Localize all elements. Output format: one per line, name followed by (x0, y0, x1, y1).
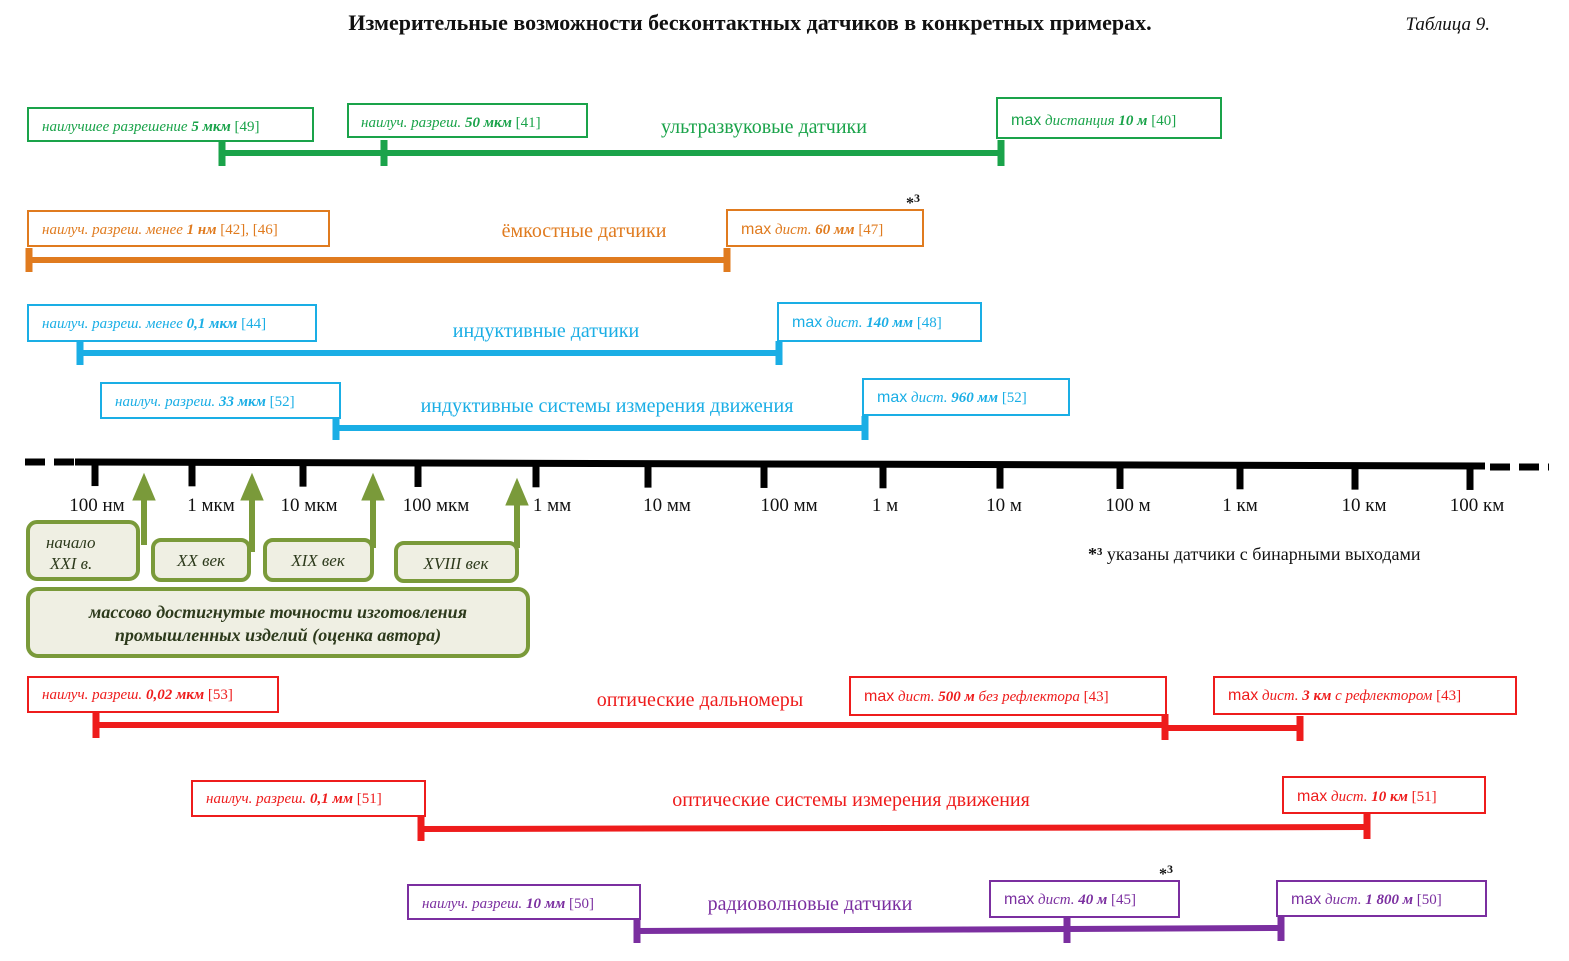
radio-binary-output-mark: *3 (1159, 862, 1173, 883)
optical-rangefinders-row (92, 713, 1304, 741)
inductive-sensors-row (76, 341, 783, 365)
era-caption-line1: массово достигнутые точности изготовлени… (88, 602, 467, 622)
optical-motion-resolution-text: наилуч. разреш. 0,1 мм [51] (206, 791, 382, 807)
era-arrows (132, 472, 529, 552)
axis-tick-label: 1 км (1222, 495, 1258, 516)
capacitive-resolution-text: наилуч. разреш. менее 1 нм [42], [46] (42, 222, 278, 238)
axis-tick-label: 10 км (1341, 495, 1386, 516)
ultrasonic-sensors-label: ультразвуковые датчики (661, 116, 867, 138)
radio-max-1800m-box (1276, 880, 1487, 917)
inductive-motion-max-distance-box (862, 378, 1070, 416)
era-box-xx (151, 538, 251, 582)
ultrasonic-best-resolution-text: наилучшее разрешение 5 мкм [49] (42, 119, 259, 135)
axis-tick-label: 10 м (986, 495, 1022, 516)
inductive-motion-resolution-box (100, 382, 341, 419)
axis-ticks: 100 нм 1 мкм 10 мкм 100 мкм 1 мм 10 мм 100 мм 1… (69, 462, 1504, 516)
radio-max-40m-text: max дист. 40 м [45] (1004, 891, 1136, 908)
optical-rangefinders-label: оптические дальномеры (597, 689, 803, 711)
inductive-motion-row (332, 416, 869, 440)
radio-sensors-row (633, 915, 1285, 943)
axis-tick-label: 1 мм (533, 495, 571, 516)
era-xxi-line1: начало (46, 533, 95, 552)
optical-motion-label: оптические системы измерения движения (672, 789, 1030, 811)
capacitive-max-distance-text: max дист. 60 мм [47] (741, 221, 883, 238)
axis-tick-label: 1 м (872, 495, 898, 516)
capacitive-max-distance-box (726, 209, 924, 247)
axis-line (74, 458, 1486, 470)
ultrasonic-best-resolution-box (27, 107, 314, 142)
ultrasonic-resolution-text: наилуч. разреш. 50 мкм [41] (361, 115, 541, 131)
inductive-max-distance-text: max дист. 140 мм [48] (792, 314, 942, 331)
ultrasonic-resolution-box (347, 103, 588, 138)
optical-range-max-reflector-box (1213, 676, 1517, 715)
optical-range-max-no-reflector-text: max дист. 500 м без рефлектора [43] (864, 688, 1109, 705)
era-xxi-line2: XXI в. (49, 554, 92, 573)
era-box-xxi (26, 520, 140, 581)
radio-resolution-box (407, 884, 641, 920)
inductive-resolution-text: наилуч. разреш. менее 0,1 мкм [44] (42, 316, 266, 332)
binary-output-footnote: *³ указаны датчики с бинарными выходами (1088, 544, 1421, 564)
ultrasonic-sensors-row (218, 140, 1005, 166)
inductive-sensors-label: индуктивные датчики (453, 320, 640, 342)
axis-tick-label: 100 мкм (403, 495, 470, 516)
axis-tick-label: 100 нм (69, 495, 124, 516)
optical-range-max-no-reflector-box (849, 676, 1167, 716)
inductive-motion-label: индуктивные системы измерения движения (421, 395, 794, 417)
era-arrowhead-icon (505, 477, 529, 506)
capacitive-binary-output-mark: *3 (906, 191, 920, 212)
era-arrowhead-icon (132, 472, 156, 501)
era-arrowhead-icon (240, 472, 264, 501)
era-xix-label: XIX век (290, 551, 346, 570)
optical-range-resolution-box (27, 676, 279, 713)
era-caption-line2: промышленных изделий (оценка автора) (115, 625, 441, 646)
optical-motion-row (417, 814, 1371, 841)
table-label: Таблица 9. (1406, 14, 1490, 35)
axis-tick-label: 100 м (1105, 495, 1150, 516)
era-box-xix (263, 538, 374, 582)
optical-range-resolution-text: наилуч. разреш. 0,02 мкм [53] (42, 687, 233, 703)
optical-motion-max-distance-box (1282, 776, 1486, 814)
optical-motion-resolution-box (191, 780, 426, 817)
manufacturing-precision-eras: начало XXI в. XX век XIX век XVIII век м… (26, 472, 530, 658)
page-title: Измерительные возможности бесконтактных … (348, 10, 1151, 35)
radio-range-bar (636, 925, 1282, 934)
era-arrowhead-icon (361, 472, 385, 501)
inductive-motion-max-distance-text: max дист. 960 мм [52] (877, 389, 1027, 406)
capacitive-sensors-row (25, 248, 731, 272)
scale-axis: 100 нм 1 мкм 10 мкм 100 мкм 1 мм 10 мм 100 мм 1… (25, 458, 1549, 516)
era-caption-box (26, 587, 530, 658)
capacitive-sensors-label: ёмкостные датчики (502, 220, 667, 242)
optical-motion-range-bar (420, 824, 1368, 832)
radio-resolution-text: наилуч. разреш. 10 мм [50] (422, 896, 594, 912)
capacitive-resolution-box (27, 210, 330, 247)
optical-range-max-reflector-text: max дист. 3 км с рефлектором [43] (1228, 687, 1461, 704)
ultrasonic-max-distance-text: max дистанция 10 м [40] (1011, 112, 1176, 129)
ultrasonic-max-distance-box (996, 97, 1222, 139)
era-xviii-label: XVIII век (423, 554, 490, 573)
axis-tick-label: 100 мм (760, 495, 817, 516)
axis-tick-label: 10 мм (643, 495, 691, 516)
axis-tick-label: 1 мкм (187, 495, 235, 516)
axis-tick-label: 10 мкм (280, 495, 337, 516)
radio-sensors-label: радиоволновые датчики (708, 893, 913, 915)
radio-max-1800m-text: max дист. 1 800 м [50] (1291, 891, 1442, 908)
inductive-resolution-box (27, 304, 317, 342)
optical-motion-max-distance-text: max дист. 10 км [51] (1297, 788, 1437, 805)
axis-tick-label: 100 км (1450, 495, 1505, 516)
era-xx-label: XX век (176, 551, 226, 570)
radio-max-40m-box (989, 880, 1180, 918)
inductive-max-distance-box (777, 302, 982, 342)
inductive-motion-resolution-text: наилуч. разреш. 33 мкм [52] (115, 394, 295, 410)
era-box-xviii (394, 541, 519, 583)
